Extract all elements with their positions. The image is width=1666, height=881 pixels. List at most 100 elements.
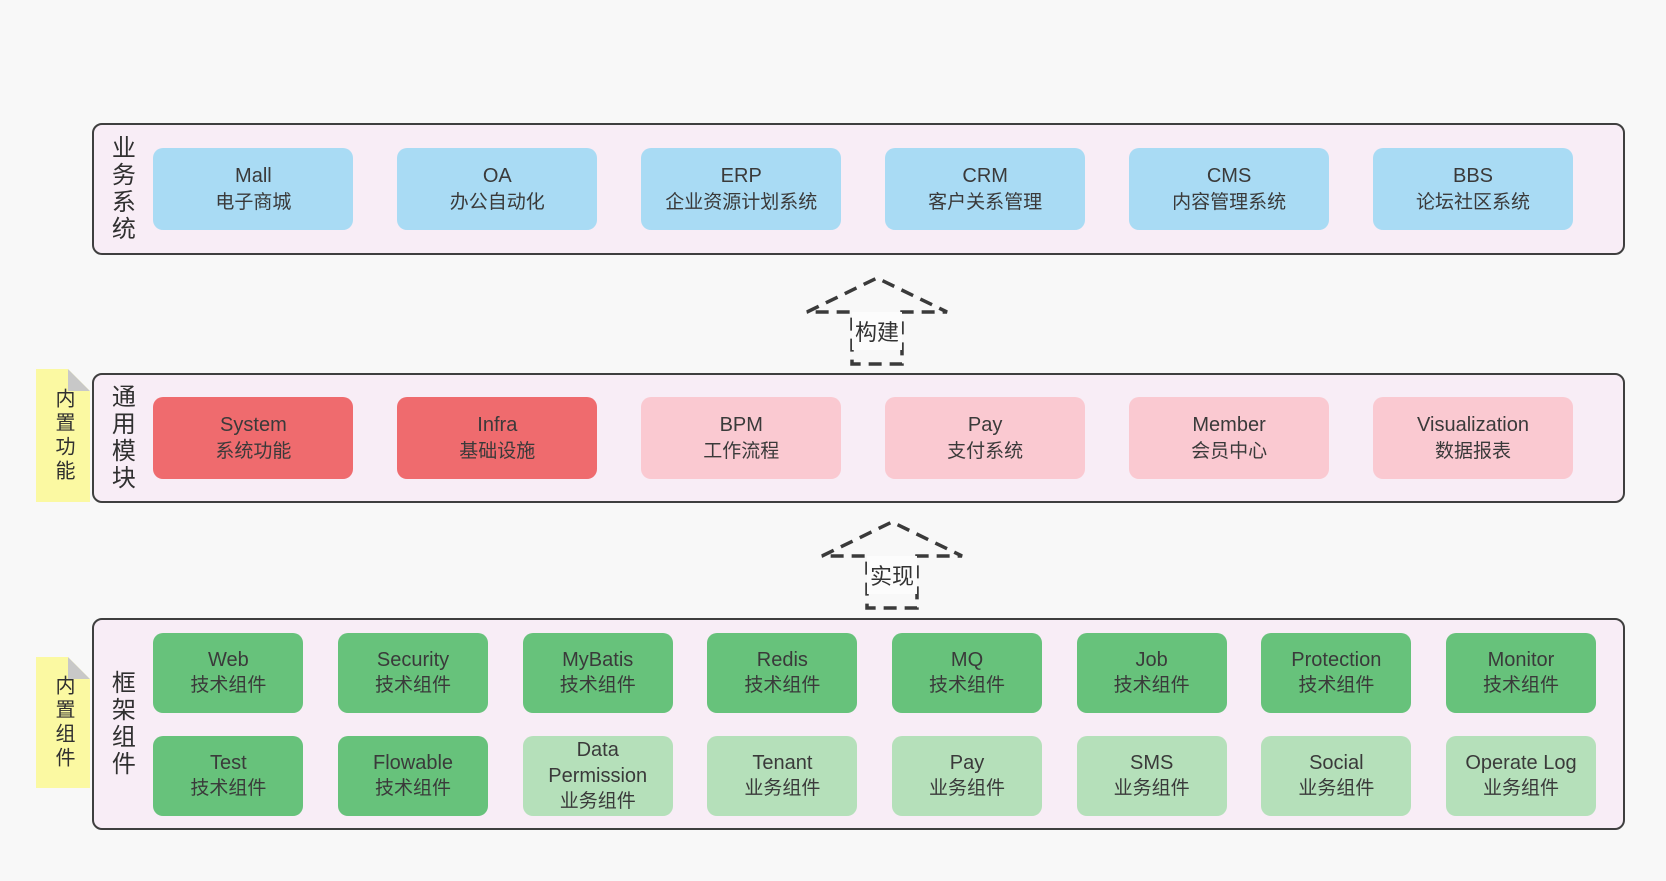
dashed-up-arrow-build: 构建 — [802, 274, 952, 366]
module-box-bbs: BBS 论坛社区系统 — [1373, 148, 1573, 230]
module-box-member: Member 会员中心 — [1129, 397, 1330, 479]
module-box-redis: Redis 技术组件 — [707, 632, 858, 713]
sticky-note-text: 内置组件 — [52, 674, 74, 771]
module-subtitle: 技术组件 — [1482, 675, 1559, 697]
module-subtitle: 会员中心 — [1191, 440, 1268, 462]
module-title: Operate Log — [1465, 751, 1577, 774]
module-title: OA — [482, 165, 512, 188]
module-box-data-permission: Data Permission 业务组件 — [522, 735, 673, 816]
module-title: MQ — [950, 648, 984, 671]
module-subtitle: 业务组件 — [1482, 778, 1559, 800]
module-subtitle: 业务组件 — [744, 778, 821, 800]
module-box-pay: Pay 支付系统 — [885, 397, 1086, 479]
module-subtitle: 业务组件 — [559, 791, 636, 813]
module-box-visualization: Visualization 数据报表 — [1373, 397, 1573, 479]
note-fold-corner-icon — [68, 369, 90, 391]
module-title: CMS — [1206, 165, 1252, 188]
module-subtitle: 支付系统 — [947, 440, 1024, 462]
dashed-up-arrow-implement: 实现 — [817, 518, 967, 610]
module-subtitle: 办公自动化 — [449, 191, 545, 213]
module-box-test: Test 技术组件 — [153, 735, 304, 816]
module-title: SMS — [1130, 751, 1174, 774]
module-title: MyBatis — [562, 648, 634, 671]
module-subtitle: 技术组件 — [1113, 675, 1190, 697]
module-subtitle: 客户关系管理 — [928, 191, 1043, 213]
module-subtitle: 技术组件 — [190, 778, 267, 800]
module-title: Security — [376, 648, 450, 671]
module-box-mall: Mall 电子商城 — [153, 148, 354, 230]
module-title: Member — [1192, 414, 1266, 437]
module-subtitle: 论坛社区系统 — [1415, 191, 1530, 213]
module-title: Pay — [949, 751, 985, 774]
module-box-mq: MQ 技术组件 — [892, 632, 1043, 713]
layer-business-systems: 业务系统 Mall 电子商城 OA 办公自动化 ERP 企业资源计划系统 CRM 客户关系管理… — [92, 123, 1625, 255]
module-subtitle: 电子商城 — [215, 191, 292, 213]
module-title: Monitor — [1487, 648, 1555, 671]
module-title: Mall — [235, 165, 272, 188]
module-subtitle: 系统功能 — [215, 440, 292, 462]
module-title: Social — [1309, 751, 1364, 774]
module-box-operate-log: Operate Log 业务组件 — [1445, 735, 1596, 816]
sticky-note-text: 内置功能 — [52, 387, 74, 484]
module-box-monitor: Monitor 技术组件 — [1445, 632, 1596, 713]
module-title: ERP — [720, 165, 762, 188]
module-box-infra: Infra 基础设施 — [397, 397, 598, 479]
module-title: Pay — [967, 414, 1003, 437]
module-subtitle: 业务组件 — [929, 778, 1006, 800]
module-title: BBS — [1452, 165, 1494, 188]
module-subtitle: 基础设施 — [459, 440, 536, 462]
module-box-bpm: BPM 工作流程 — [641, 397, 842, 479]
module-box-security: Security 技术组件 — [338, 632, 489, 713]
module-subtitle: 业务组件 — [1113, 778, 1190, 800]
module-title: Data Permission — [548, 738, 648, 787]
module-subtitle: 技术组件 — [375, 778, 452, 800]
module-title: Web — [208, 648, 249, 671]
arrow-label-build: 构建 — [851, 312, 903, 350]
arrow-label-implement: 实现 — [866, 556, 918, 594]
module-title: CRM — [962, 165, 1008, 188]
module-box-protection: Protection 技术组件 — [1261, 632, 1412, 713]
sticky-note-builtin-features: 内置功能 — [36, 369, 90, 502]
module-title: System — [220, 414, 287, 437]
module-title: Protection — [1291, 648, 1382, 671]
module-subtitle: 技术组件 — [190, 675, 267, 697]
module-subtitle: 业务组件 — [1298, 778, 1375, 800]
module-box-crm: CRM 客户关系管理 — [885, 148, 1086, 230]
module-subtitle: 技术组件 — [929, 675, 1006, 697]
module-subtitle: 技术组件 — [1298, 675, 1375, 697]
module-subtitle: 技术组件 — [375, 675, 452, 697]
layer-label-framework-components: 框架组件 — [107, 670, 135, 778]
module-subtitle: 企业资源计划系统 — [665, 191, 818, 213]
module-title: Redis — [756, 648, 808, 671]
module-box-pay: Pay 业务组件 — [892, 735, 1043, 816]
module-box-social: Social 业务组件 — [1261, 735, 1412, 816]
module-title: Test — [210, 751, 247, 774]
module-row: System 系统功能 Infra 基础设施 BPM 工作流程 Pay 支付系统 Member 会… — [153, 397, 1573, 479]
module-title: BPM — [719, 414, 763, 437]
layer-label-common-modules: 通用模块 — [107, 384, 135, 492]
module-box-mybatis: MyBatis 技术组件 — [522, 632, 673, 713]
module-title: Tenant — [752, 751, 813, 774]
module-box-system: System 系统功能 — [153, 397, 354, 479]
module-subtitle: 数据报表 — [1434, 440, 1511, 462]
module-subtitle: 工作流程 — [703, 440, 780, 462]
module-subtitle: 技术组件 — [559, 675, 636, 697]
module-box-erp: ERP 企业资源计划系统 — [641, 148, 842, 230]
module-title: Visualization — [1417, 414, 1529, 437]
module-box-oa: OA 办公自动化 — [397, 148, 598, 230]
module-title: Infra — [477, 414, 518, 437]
module-subtitle: 技术组件 — [744, 675, 821, 697]
layer-label-business-systems: 业务系统 — [107, 135, 135, 243]
module-box-sms: SMS 业务组件 — [1076, 735, 1227, 816]
note-fold-corner-icon — [68, 657, 90, 679]
